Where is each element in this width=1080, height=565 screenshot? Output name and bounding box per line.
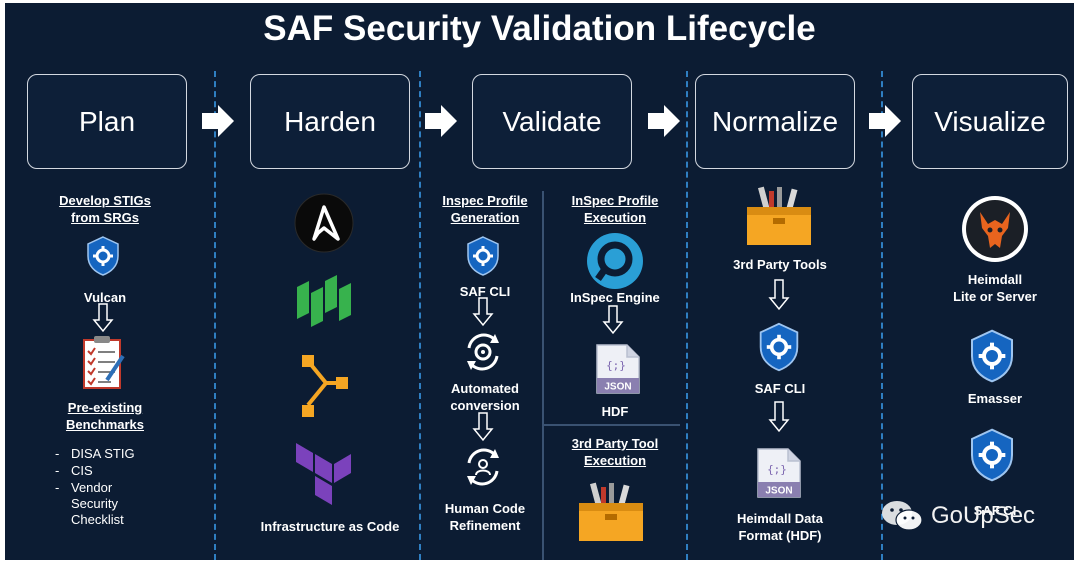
bullet-vendor: Vendor Security Checklist [71,480,124,527]
human-code-refinement-label: Human Code Refinement [444,501,526,533]
down-arrow-icon [768,279,790,311]
phase-arrow-icon [869,105,901,137]
phase-validate: Validate [472,74,632,169]
wechat-icon [882,501,923,531]
checklist-icon [83,336,125,389]
bullet-cis: CIS [71,463,93,478]
saf-ci-label: SAF CI [973,503,1017,518]
json-badge-label: JSON [765,486,792,497]
third-party-tools-label: 3rd Party Tools [733,257,827,272]
down-arrow-icon [92,303,114,333]
phase-harden-label: Harden [284,105,376,137]
json-badge-label: JSON [604,382,631,393]
profile-generation-heading: Inspec Profile Generation [442,193,528,225]
down-arrow-icon [768,401,790,433]
json-file-icon: {;} JSON [757,448,801,498]
saf-ci-shield-icon [971,428,1013,482]
human-refinement-icon [467,448,499,486]
third-party-execution-heading: 3rd Party Tool Execution [571,436,659,468]
automated-conversion-label: Automated conversion [450,381,520,413]
phase-arrow-icon [425,105,457,137]
profile-execution-heading: InSpec Profile Execution [571,193,659,225]
saf-cli-label: SAF CLI [754,381,806,396]
diagram-canvas: SAF Security Validation Lifecycle Plan H… [5,3,1074,560]
svg-text:{;}: {;} [767,463,787,476]
phase-plan: Plan [27,74,187,169]
saf-cli-shield-icon [759,322,799,372]
toolbox-icon [747,186,811,245]
phase-validate-label: Validate [502,105,602,137]
phase-arrow-icon [648,105,680,137]
phase-visualize: Visualize [912,74,1068,169]
phase-divider [419,71,421,560]
saf-cli-shield-icon [467,236,499,276]
phase-normalize-label: Normalize [711,105,839,137]
vulcan-label: Vulcan [83,290,127,305]
watermark-text: GoUpSec [931,502,1036,529]
phase-divider [214,71,216,560]
phase-divider [881,71,883,560]
emasser-label: Emasser [967,391,1023,406]
bullet-disa: DISA STIG [71,446,135,461]
phase-normalize: Normalize [695,74,855,169]
plan-heading: Develop STIGs from SRGs [59,193,151,225]
heimdall-data-format-label: Heimdall Data Format (HDF) [737,511,823,543]
phase-divider [686,71,688,560]
phase-arrow-icon [202,105,234,137]
saf-cli-label: SAF CLI [459,284,511,299]
phase-plan-label: Plan [78,105,136,137]
heimdall-icon [962,196,1028,262]
svg-text:{;}: {;} [606,359,626,372]
phase-visualize-label: Visualize [934,105,1046,137]
ansible-icon [294,193,354,253]
terraform-icon [296,443,351,505]
inspec-engine-label: InSpec Engine [570,290,660,305]
validate-column-divider [542,191,544,560]
toolbox-icon [579,482,643,541]
bamboo-icon [302,355,348,417]
heimdall-label: Heimdall Lite or Server [953,272,1037,304]
phase-harden: Harden [250,74,410,169]
json-file-icon: {;} JSON [596,344,640,394]
down-arrow-icon [602,305,624,335]
validate-row-divider [542,424,680,426]
down-arrow-icon [472,412,494,442]
inspec-engine-icon [587,233,643,289]
infrastructure-as-code-label: Infrastructure as Code [260,519,400,534]
vulcan-shield-icon [87,236,119,276]
pipeline-icon [297,275,351,327]
automation-gear-icon [467,333,499,371]
plan-heading2: Pre-existing Benchmarks [65,400,145,432]
emasser-shield-icon [971,329,1013,383]
down-arrow-icon [472,297,494,327]
hdf-label: HDF [601,404,629,419]
diagram-title: SAF Security Validation Lifecycle [263,9,816,48]
